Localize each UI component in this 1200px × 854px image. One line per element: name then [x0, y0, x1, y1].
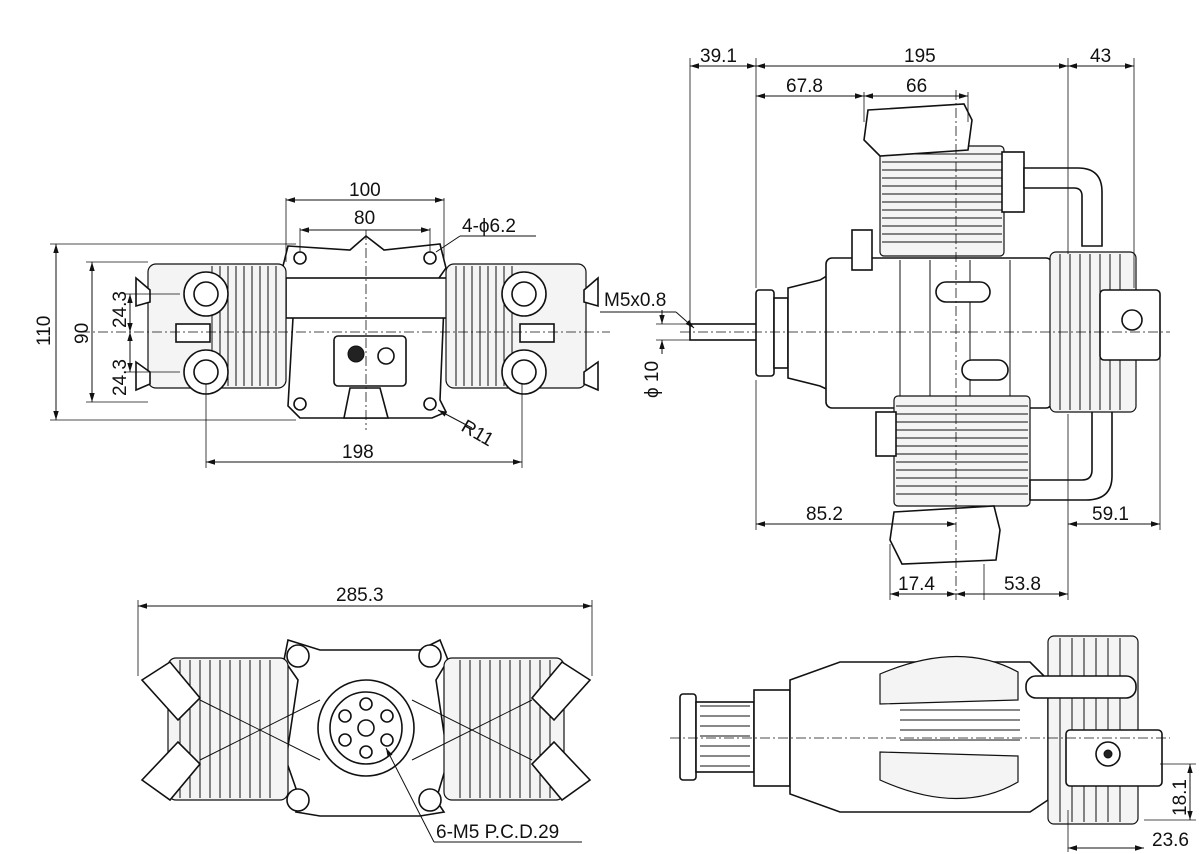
dim-85-2: 85.2: [806, 504, 843, 525]
dim-4-holes: 4-ϕ6.2: [462, 216, 516, 237]
dim-90: 90: [72, 323, 93, 344]
dim-43: 43: [1090, 46, 1111, 67]
dim-195: 195: [904, 46, 936, 67]
dim-24-3-lower: 24.3: [110, 359, 131, 396]
dim-pcd: 6-M5 P.C.D.29: [436, 822, 559, 843]
front-view: 100 80 4-ϕ6.2 110 90 24.3 24.3 198 R11: [34, 180, 610, 468]
dim-198: 198: [342, 442, 374, 463]
top-view: 285.3 6-M5 P.C.D.29: [137, 585, 593, 843]
dim-18-1: 18.1: [1170, 779, 1191, 816]
dim-59-1: 59.1: [1092, 504, 1129, 525]
dim-285-3: 285.3: [336, 585, 384, 606]
dim-r11: R11: [458, 416, 497, 451]
dim-53-8: 53.8: [1004, 574, 1041, 595]
dim-66: 66: [906, 76, 927, 97]
dim-39-1: 39.1: [700, 46, 737, 67]
dim-24-3-upper: 24.3: [110, 291, 131, 328]
side-lower-cylinder: [875, 395, 1113, 565]
dim-17-4: 17.4: [898, 574, 935, 595]
top-left-cylinders: [140, 657, 289, 802]
dim-23-6: 23.6: [1152, 830, 1189, 851]
top-right-cylinders: [443, 657, 592, 802]
dim-thread: M5x0.8: [604, 290, 666, 311]
side-upper-cylinder: [851, 103, 1103, 271]
dim-100: 100: [349, 180, 381, 201]
bottom-view: 18.1 23.6: [670, 635, 1196, 852]
front-right-cylinders: [445, 263, 599, 395]
front-left-cylinders: [135, 263, 287, 395]
dim-shaft-dia: ϕ 10: [642, 361, 663, 398]
dim-110: 110: [34, 316, 55, 346]
side-view: 39.1 195 43 67.8 66 M5x0.8 ϕ 10 85.2 59.…: [600, 46, 1170, 600]
dim-67-8: 67.8: [786, 76, 823, 97]
dim-80: 80: [354, 208, 375, 229]
